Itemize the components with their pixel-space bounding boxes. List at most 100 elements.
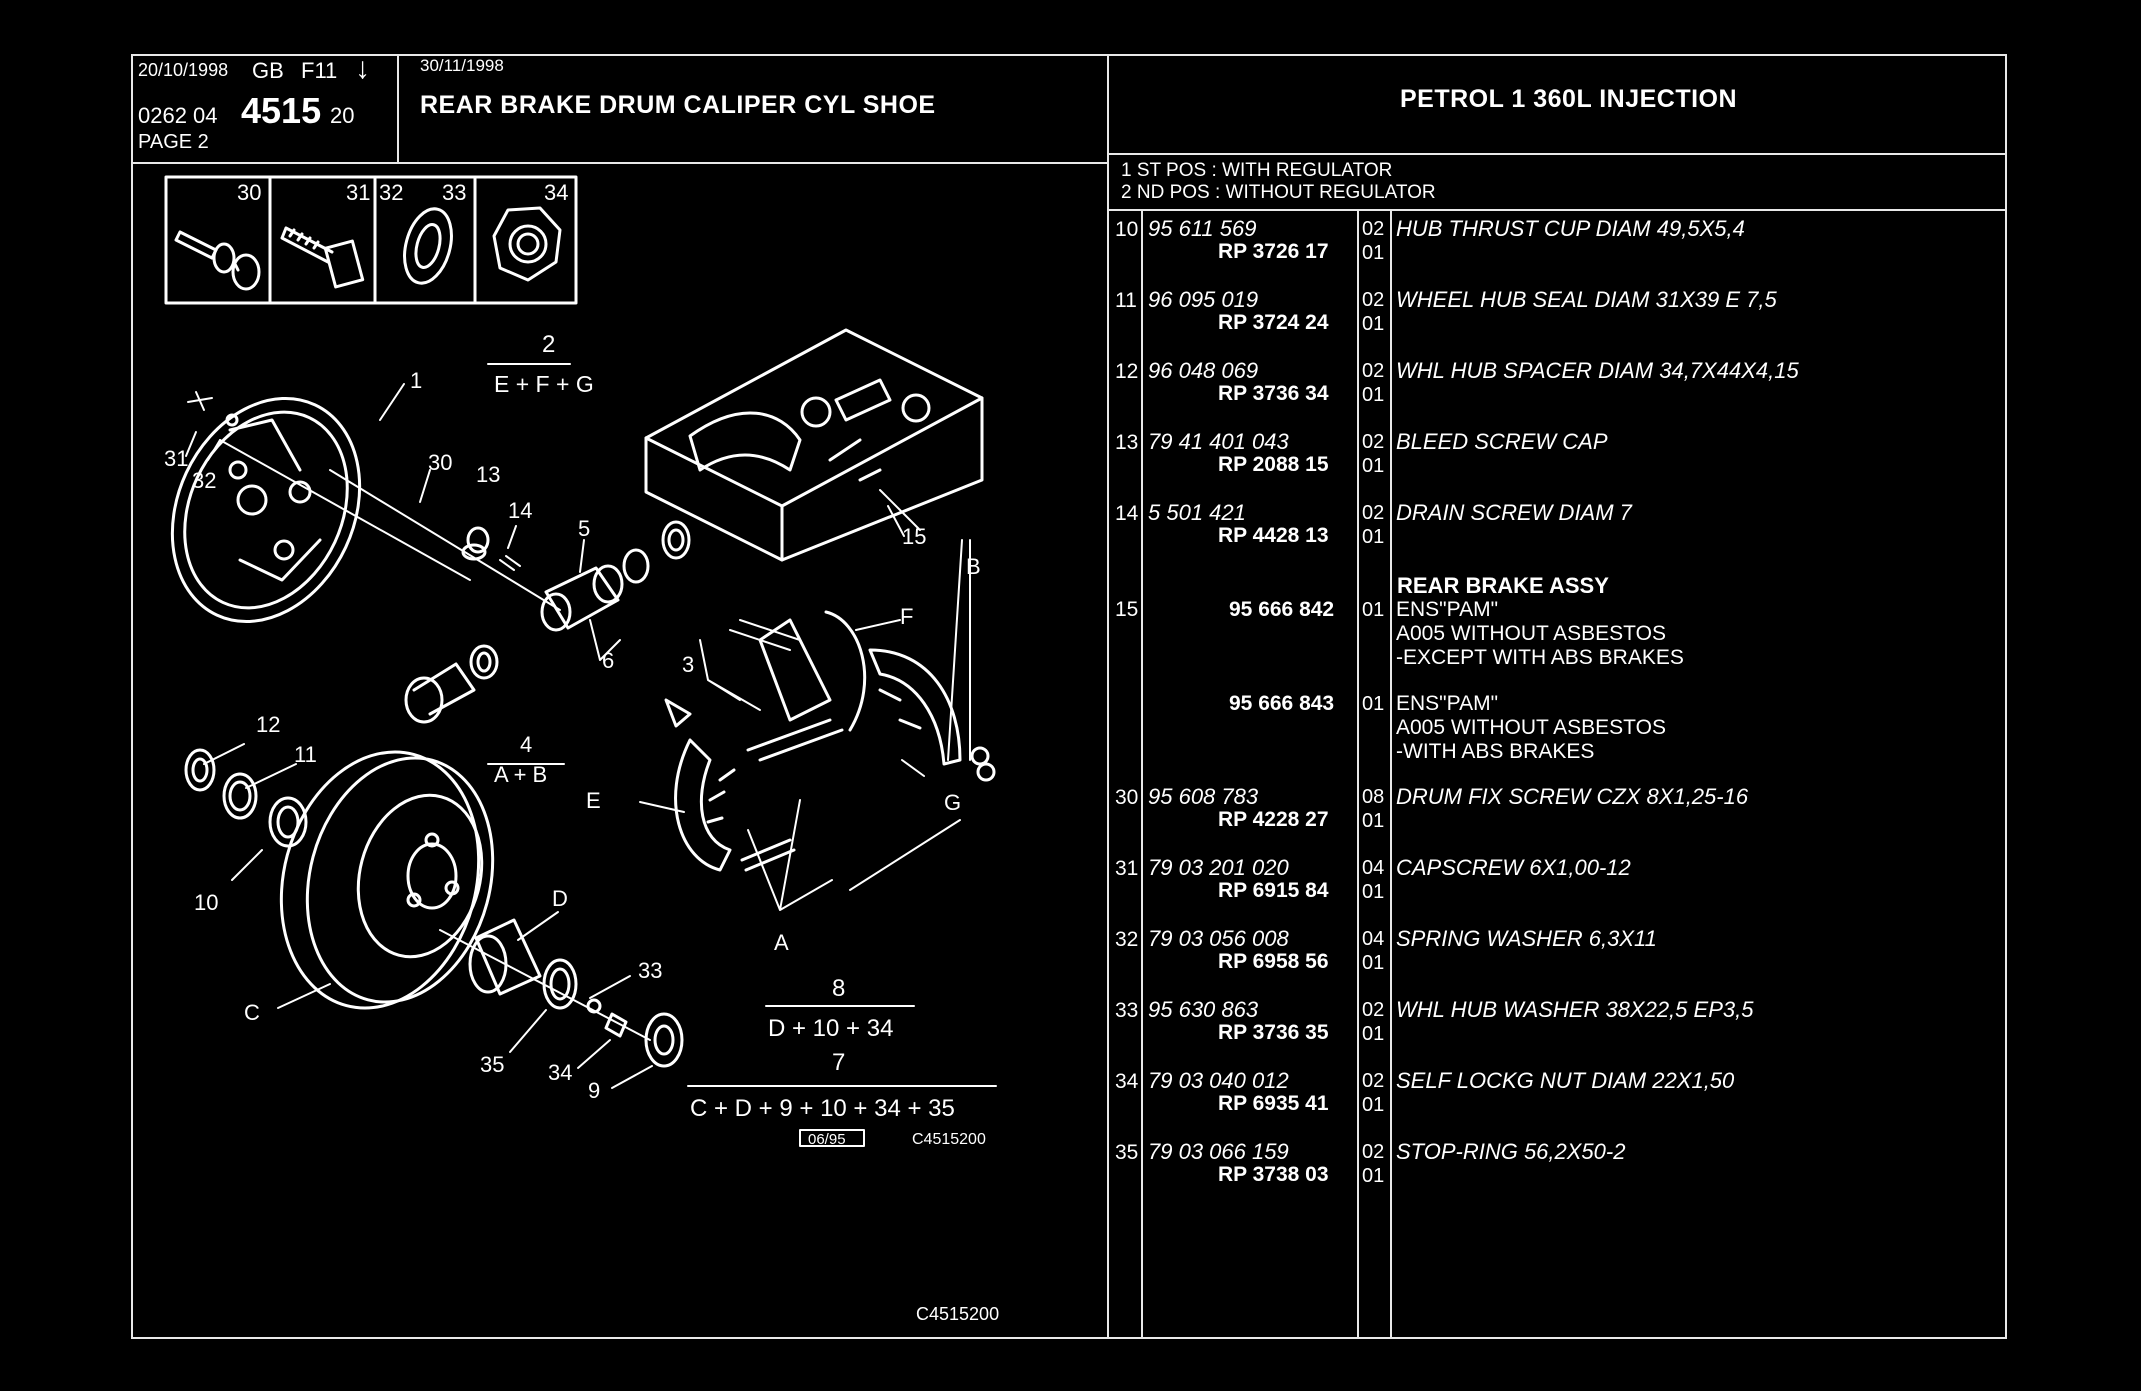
part-ref: 96 095 019 xyxy=(1148,287,1259,312)
qty-pos-2: 01 xyxy=(1362,242,1385,264)
diagram-bottom-code: C4515200 xyxy=(916,1304,999,1324)
assy-qty-2: 01 xyxy=(1362,693,1385,715)
part-ref: 79 03 066 159 xyxy=(1148,1139,1289,1164)
rp-code: RP 6935 41 xyxy=(1218,1092,1329,1115)
callout-14: 14 xyxy=(508,498,532,523)
qty-pos-1: 08 xyxy=(1362,786,1385,808)
callout-10: 10 xyxy=(194,890,218,915)
callout-31: 31 xyxy=(164,446,188,471)
callout-A: A xyxy=(774,930,789,955)
qty-pos-1: 04 xyxy=(1362,928,1385,950)
callout-6: 6 xyxy=(602,648,614,673)
qty-pos-2: 01 xyxy=(1362,455,1385,477)
ref-main: 4515 xyxy=(241,90,322,131)
callout-15: 15 xyxy=(902,524,926,549)
rp-code: RP 3724 24 xyxy=(1218,311,1329,334)
part-ref: 95 611 569 xyxy=(1148,216,1257,241)
ref-suffix: 20 xyxy=(330,103,355,128)
rp-code: RP 3736 34 xyxy=(1218,382,1329,405)
rp-code: RP 3726 17 xyxy=(1218,240,1329,263)
qty-pos-2: 01 xyxy=(1362,952,1385,974)
assy-desc-2c: -WITH ABS BRAKES xyxy=(1396,740,1595,763)
washer-32-icon xyxy=(403,207,453,285)
formula-2-denominator: E + F + G xyxy=(494,371,594,397)
qty-pos-2: 01 xyxy=(1362,1094,1385,1116)
rp-code: RP 4428 13 xyxy=(1218,524,1329,547)
callout-B: B xyxy=(966,554,981,579)
qty-pos-1: 02 xyxy=(1362,431,1385,453)
callout-C: C xyxy=(244,1000,260,1025)
callout-13: 13 xyxy=(476,462,500,487)
assy-desc-2a: ENS"PAM" xyxy=(1396,692,1499,715)
assy-title: REAR BRAKE ASSY xyxy=(1397,573,1609,598)
assy-ref-2: 95 666 843 xyxy=(1229,692,1335,715)
divider-qty-col xyxy=(1390,210,1392,1339)
part-desc: DRAIN SCREW DIAM 7 xyxy=(1396,500,1632,525)
backing-plate-icon xyxy=(170,396,362,624)
assy-qty-1: 01 xyxy=(1362,599,1385,621)
assy-desc-1c: -EXCEPT WITH ABS BRAKES xyxy=(1396,646,1684,669)
row-num: 13 xyxy=(1115,431,1139,454)
part-ref: 95 630 863 xyxy=(1148,997,1259,1022)
callout-D: D xyxy=(552,886,568,911)
qty-pos-2: 01 xyxy=(1362,526,1385,548)
qty-pos-1: 02 xyxy=(1362,1070,1385,1092)
qty-pos-1: 02 xyxy=(1362,289,1385,311)
part-ref: 79 03 201 020 xyxy=(1148,855,1289,880)
row-num: 14 xyxy=(1115,502,1139,525)
brake-shoes-icon xyxy=(664,610,962,891)
row-num: 12 xyxy=(1115,360,1139,383)
box-label-33: 33 xyxy=(442,180,466,205)
rp-code: RP 3736 35 xyxy=(1218,1021,1329,1044)
revision-date: 30/11/1998 xyxy=(420,56,504,75)
qty-pos-1: 02 xyxy=(1362,1141,1385,1163)
callout-32: 32 xyxy=(192,468,216,493)
row-num: 10 xyxy=(1115,218,1139,241)
callout-E: E xyxy=(586,788,601,813)
rp-code: RP 2088 15 xyxy=(1218,453,1329,476)
print-date: 20/10/1998 xyxy=(138,60,229,80)
callout-3: 3 xyxy=(682,652,694,677)
assy-num: 15 xyxy=(1115,598,1139,621)
row-num: 34 xyxy=(1115,1070,1139,1093)
part-desc: SELF LOCKG NUT DIAM 22X1,50 xyxy=(1396,1068,1735,1093)
qty-pos-2: 01 xyxy=(1362,313,1385,335)
qty-pos-1: 02 xyxy=(1362,502,1385,524)
formula-7-numerator: 7 xyxy=(832,1049,845,1076)
divider-header-left xyxy=(397,54,399,164)
row-num: 31 xyxy=(1115,857,1139,880)
row-num: 30 xyxy=(1115,786,1139,809)
nut-34-icon xyxy=(492,206,562,282)
rp-code: RP 6915 84 xyxy=(1218,879,1329,902)
formula-4-denominator: A + B xyxy=(494,762,547,787)
qty-pos-1: 02 xyxy=(1362,218,1385,240)
part-desc: BLEED SCREW CAP xyxy=(1396,429,1608,454)
part-desc: WHL HUB SPACER DIAM 34,7X44X4,15 xyxy=(1396,358,1799,383)
part-ref: 95 608 783 xyxy=(1148,784,1259,809)
part-desc: SPRING WASHER 6,3X11 xyxy=(1396,926,1657,951)
part-ref: 5 501 421 xyxy=(1148,500,1246,525)
row-num: 35 xyxy=(1115,1141,1139,1164)
qty-pos-2: 01 xyxy=(1362,1023,1385,1045)
bolt-31-icon xyxy=(280,226,365,289)
formula-8-numerator: 8 xyxy=(832,975,845,1002)
divider-diagram-table xyxy=(1107,54,1109,1339)
diagram-date-tag: 06/95 xyxy=(808,1131,846,1148)
engine-title: PETROL 1 360L INJECTION xyxy=(1400,85,1738,113)
exploded-brake-diagram: 30 31 32 33 34 1 3 5 6 9 10 11 12 13 14 … xyxy=(164,175,999,1324)
brake-drum-icon xyxy=(279,750,495,1010)
row-num: 32 xyxy=(1115,928,1139,951)
ref-prefix: 0262 04 xyxy=(138,103,218,128)
callout-G: G xyxy=(944,790,961,815)
row-num: 33 xyxy=(1115,999,1139,1022)
qty-pos-1: 02 xyxy=(1362,999,1385,1021)
callout-F: F xyxy=(900,604,913,629)
diagram-code: C4515200 xyxy=(912,1131,986,1148)
part-desc: WHL HUB WASHER 38X22,5 EP3,5 xyxy=(1396,997,1754,1022)
catalog-code: F11 xyxy=(301,58,338,83)
part-ref: 96 048 069 xyxy=(1148,358,1259,383)
divider-positions-bottom xyxy=(1107,209,2007,211)
row-num: 11 xyxy=(1115,289,1137,312)
part-ref: 79 03 056 008 xyxy=(1148,926,1289,951)
qty-pos-1: 02 xyxy=(1362,360,1385,382)
